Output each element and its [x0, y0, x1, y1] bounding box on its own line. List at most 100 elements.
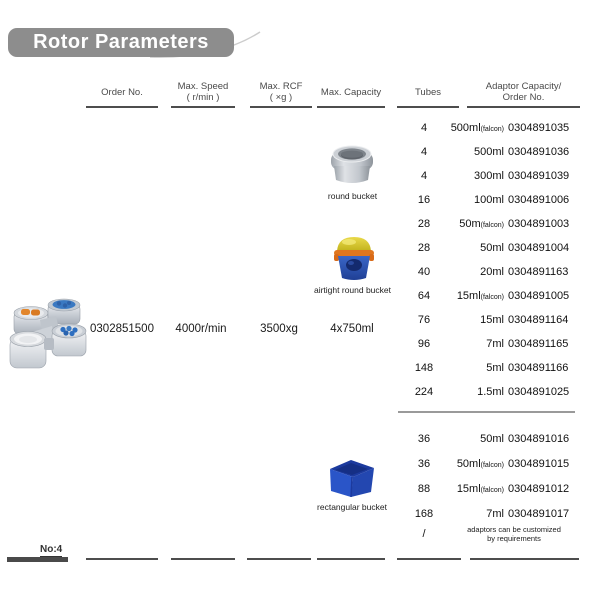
rotor-max-capacity: 4x750ml	[330, 323, 374, 335]
rotor-order-no: 0302851500	[90, 323, 154, 335]
adaptor-row: 96 7ml 0304891165	[398, 332, 578, 356]
adaptor-row: 168 7ml 0304891017	[398, 501, 578, 526]
adaptor-order-no: 0304891164	[508, 314, 569, 326]
adaptor-capacity: 100ml	[474, 194, 504, 206]
page-title: Rotor Parameters	[33, 31, 209, 53]
adaptor-order-no: 0304891036	[508, 146, 570, 158]
airtight-round-bucket-label: airtight round bucket	[313, 285, 392, 295]
rectangular-bucket-image	[330, 460, 374, 498]
rotor-image	[9, 298, 87, 369]
adaptor-order-no: 0304891035	[508, 122, 570, 134]
tubes-count: 16	[417, 194, 431, 206]
falcon-note: (falcon)	[480, 126, 504, 133]
adaptor-order-no: 0304891012	[508, 482, 570, 495]
adaptor-row: 76 15ml 0304891164	[398, 308, 578, 332]
adaptor-capacity: 5ml	[486, 362, 504, 374]
adaptor-capacity: 50ml(falcon)	[456, 457, 504, 470]
adaptor-row: 28 50ml 0304891004	[398, 236, 578, 260]
tubes-count: 4	[420, 122, 428, 134]
falcon-note: (falcon)	[480, 222, 504, 229]
adaptor-capacity: 7ml	[486, 507, 504, 520]
falcon-note: (falcon)	[480, 461, 504, 469]
tubes-count: 40	[417, 266, 431, 278]
adaptor-order-no: 0304891025	[508, 386, 570, 398]
bottom-rule-capacity	[317, 558, 385, 560]
round-bucket-label: round bucket	[327, 191, 378, 201]
bottom-rule-order	[86, 558, 158, 560]
adaptor-capacity: 7ml	[486, 338, 504, 350]
tubes-count: 224	[414, 386, 434, 398]
adaptor-capacity: 50m(falcon)	[459, 218, 504, 230]
adaptor-order-no: 0304891015	[508, 457, 570, 470]
adaptor-order-no: 0304891039	[508, 170, 570, 182]
round-bucket-image	[331, 145, 373, 183]
adaptor-capacity: 1.5ml	[477, 386, 504, 398]
adaptor-capacity: 20ml	[480, 266, 504, 278]
tubes-count: 168	[414, 507, 434, 520]
tubes-count: 4	[420, 146, 428, 158]
falcon-note: (falcon)	[480, 486, 504, 494]
airtight-round-bucket-image	[334, 237, 374, 280]
header-tubes: Tubes	[397, 78, 459, 108]
adaptor-order-no: 0304891006	[508, 194, 570, 206]
adaptor-row: 40 20ml 0304891163	[398, 260, 578, 284]
header-max-rcf: Max. RCF ( ×g )	[250, 78, 312, 108]
rectangular-bucket-label: rectangular bucket	[317, 502, 387, 512]
adaptor-row: 36 50ml(falcon) 0304891015	[398, 451, 578, 476]
tubes-count: 148	[414, 362, 434, 374]
tubes-count: 4	[420, 170, 428, 182]
adaptor-capacity: 500ml	[474, 146, 504, 158]
header-order-no: Order No.	[86, 78, 158, 108]
adaptor-capacity: 15ml(falcon)	[456, 290, 504, 302]
adaptor-row: 28 50m(falcon) 0304891003	[398, 212, 578, 236]
adaptor-order-no: 0304891003	[508, 218, 570, 230]
bottom-rule-rcf	[247, 558, 311, 560]
adaptor-order-no: 0304891163	[508, 266, 569, 278]
header-max-speed: Max. Speed ( r/min )	[171, 78, 235, 108]
adaptor-row: 16 100ml 0304891006	[398, 188, 578, 212]
tubes-count: /	[422, 528, 426, 540]
adaptor-capacity: 15ml	[480, 314, 504, 326]
tubes-count: 64	[417, 290, 431, 302]
adaptor-capacity: 50ml	[480, 432, 504, 445]
tubes-count: 96	[417, 338, 431, 350]
adaptor-row: 36 50ml 0304891016	[398, 426, 578, 451]
header-max-capacity: Max. Capacity	[317, 78, 385, 108]
tubes-count: 28	[417, 242, 431, 254]
custom-note: adaptors can be customized by requiremen…	[467, 525, 561, 543]
rotor-max-speed: 4000r/min	[175, 323, 227, 335]
adaptor-capacity: 15ml(falcon)	[456, 482, 504, 495]
tubes-count: 28	[417, 218, 431, 230]
adaptor-order-no: 0304891005	[508, 290, 570, 302]
adaptor-order-no: 0304891017	[508, 507, 570, 520]
adaptor-row: 4 500ml 0304891036	[398, 140, 578, 164]
header-adaptor-capacity: Adaptor Capacity/ Order No.	[467, 78, 580, 108]
adaptor-order-no: 0304891004	[508, 242, 570, 254]
bottom-rule-speed	[171, 558, 235, 560]
adaptor-rows-section2: 36 50ml 0304891016 36 50ml(falcon) 03048…	[398, 426, 578, 526]
title-banner: Rotor Parameters	[8, 28, 234, 57]
custom-adaptor-row: / adaptors can be customized by requirem…	[398, 521, 578, 547]
adaptor-row: 64 15ml(falcon) 0304891005	[398, 284, 578, 308]
adaptor-row: 88 15ml(falcon) 0304891012	[398, 476, 578, 501]
section-divider	[398, 411, 575, 413]
page-number-label: No:4	[40, 544, 63, 557]
falcon-note: (falcon)	[480, 294, 504, 301]
bottom-rule-adaptor	[470, 558, 579, 560]
adaptor-row: 4 500ml(falcon) 0304891035	[398, 116, 578, 140]
adaptor-order-no: 0304891165	[508, 338, 569, 350]
adaptor-rows-section1: 4 500ml(falcon) 0304891035 4 500ml 03048…	[398, 116, 578, 404]
adaptor-row: 148 5ml 0304891166	[398, 356, 578, 380]
bottom-rule-tubes	[397, 558, 461, 560]
tubes-count: 76	[417, 314, 431, 326]
rotor-max-rcf: 3500xg	[260, 323, 298, 335]
adaptor-capacity: 500ml(falcon)	[450, 122, 504, 134]
adaptor-row: 4 300ml 0304891039	[398, 164, 578, 188]
adaptor-order-no: 0304891016	[508, 432, 570, 445]
adaptor-order-no: 0304891166	[508, 362, 569, 374]
tubes-count: 36	[417, 457, 431, 470]
tubes-count: 88	[417, 482, 431, 495]
adaptor-row: 224 1.5ml 0304891025	[398, 380, 578, 404]
tubes-count: 36	[417, 432, 431, 445]
